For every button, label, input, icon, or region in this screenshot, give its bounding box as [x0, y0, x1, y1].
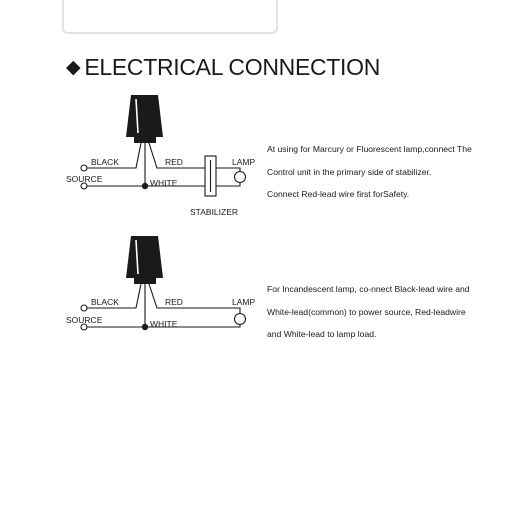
lamp-icon [233, 170, 247, 184]
label-black: BLACK [91, 157, 119, 167]
photocell-sensor-icon [126, 95, 163, 143]
label-lamp: LAMP [232, 157, 255, 167]
black-source-terminal [80, 304, 88, 312]
black-source-terminal [80, 164, 88, 172]
diagram-1: BLACK RED LAMP SOURCE WHITE STABILIZER [66, 95, 255, 217]
diagram-2: BLACK RED LAMP SOURCE WHITE [66, 236, 255, 331]
description-line: For Incandescent lamp, co-nnect Black-le… [267, 284, 470, 294]
description-line: Control unit in the primary side of stab… [267, 166, 432, 177]
photocell-sensor-icon [126, 236, 163, 284]
section-heading: ◆ ELECTRICAL CONNECTION [66, 54, 380, 80]
diagram-1-description: At using for Marcury or Fluorescent lamp… [267, 138, 472, 206]
diagram-2-description: For Incandescent lamp, co-nnect Black-le… [267, 278, 470, 346]
label-lamp: LAMP [232, 297, 255, 307]
description-line: White-lead(common) to power source, Red-… [267, 306, 466, 317]
common-junction-dot [141, 182, 149, 190]
label-source: SOURCE [66, 315, 103, 325]
description-line: At using for Marcury or Fluorescent lamp… [267, 144, 472, 154]
label-stabilizer: STABILIZER [190, 207, 238, 217]
description-line: Connect Red-lead wire first forSafety. [267, 189, 410, 199]
stabilizer-box [204, 155, 217, 197]
white-source-terminal [80, 182, 88, 190]
section-title: ELECTRICAL CONNECTION [84, 53, 381, 80]
top-frame-decoration [62, 0, 278, 34]
label-white: WHITE [150, 178, 178, 188]
common-junction-dot [141, 323, 149, 331]
description-line: and White-lead to lamp load. [267, 329, 377, 339]
diamond-bullet-icon: ◆ [66, 56, 81, 78]
white-source-terminal [80, 323, 88, 331]
label-white: WHITE [150, 319, 178, 329]
label-black: BLACK [91, 297, 119, 307]
lamp-icon [233, 312, 247, 326]
label-source: SOURCE [66, 174, 103, 184]
label-red: RED [165, 297, 183, 307]
label-red: RED [165, 157, 183, 167]
